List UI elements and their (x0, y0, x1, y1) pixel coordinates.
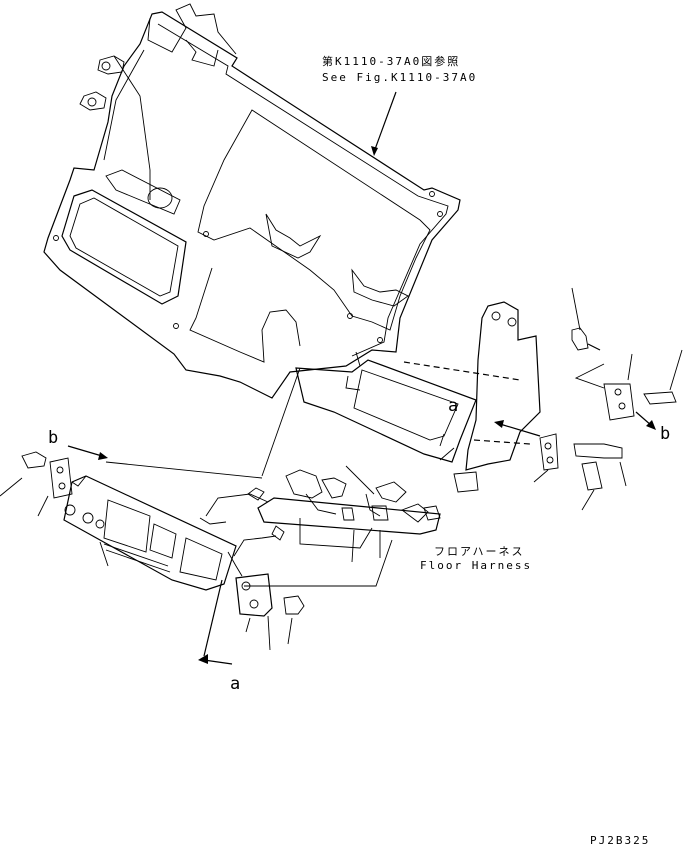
drawing-number: PJ2B325 (590, 834, 651, 847)
arrow-b-right (635, 411, 656, 430)
dashed-leader (403, 361, 531, 445)
view-b-right-label: b (660, 424, 671, 444)
callout-leaders-right (533, 287, 683, 511)
right-fasteners (539, 327, 677, 491)
floor-harness (199, 465, 441, 587)
arrow-a-lower (198, 579, 233, 665)
harness-label-en: Floor Harness (420, 559, 533, 572)
connecting-lines (261, 351, 455, 477)
arrow-b-left (67, 445, 263, 479)
reference-label-jp: 第K1110-37A0図参照 (322, 55, 461, 68)
reference-leader (371, 91, 397, 156)
control-box (63, 475, 237, 591)
view-b-left-label: b (48, 428, 59, 448)
left-fasteners (0, 451, 109, 567)
dash-panel (43, 3, 461, 399)
lower-bracket (235, 573, 305, 651)
harness-label-jp: フロアハーネス (434, 545, 525, 558)
right-enclosure (295, 301, 541, 493)
reference-label-en: See Fig.K1110-37A0 (322, 71, 478, 84)
arrow-a-upper (494, 420, 541, 437)
view-a-upper-label: a (448, 396, 459, 416)
view-a-lower-label: a (230, 674, 241, 694)
